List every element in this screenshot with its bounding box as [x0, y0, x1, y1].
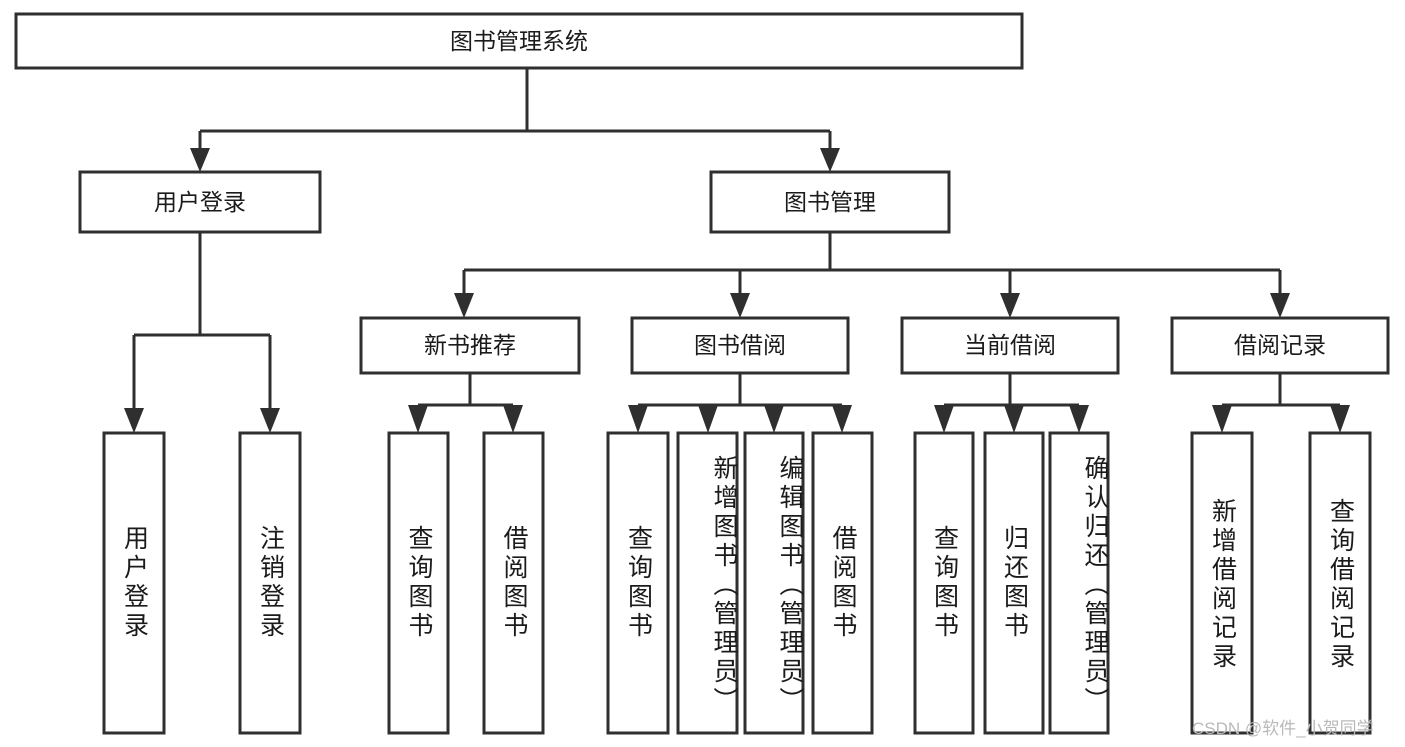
box-leaf-borrow-book-1[interactable]	[482, 431, 545, 735]
box-leaf-borrow-book-2[interactable]	[811, 431, 874, 735]
box-leaf-query-book-3[interactable]	[913, 431, 975, 735]
box-leaf-query-book-2[interactable]	[606, 431, 670, 735]
box-book-manage[interactable]	[709, 170, 951, 234]
connector-current-borrow-to-leaves	[934, 373, 1089, 433]
box-leaf-confirm-return[interactable]	[1048, 431, 1110, 735]
box-leaf-query-book-1[interactable]	[387, 431, 450, 735]
csdn-watermark: CSDN @软件_小贺同学	[1192, 719, 1374, 738]
connector-user-login-to-leaves	[124, 232, 280, 433]
connector-root-to-level1	[190, 68, 840, 172]
box-leaf-user-login[interactable]	[102, 431, 166, 735]
connector-book-borrow-to-leaves	[628, 373, 852, 433]
box-leaf-add-record[interactable]	[1190, 431, 1254, 735]
box-new-book-recommend[interactable]	[359, 316, 581, 375]
box-leaf-logout-login[interactable]	[238, 431, 302, 735]
box-leaf-edit-book[interactable]	[743, 431, 805, 735]
box-current-borrow[interactable]	[900, 316, 1120, 375]
box-book-borrow[interactable]	[630, 316, 850, 375]
box-borrow-record[interactable]	[1170, 316, 1390, 375]
box-leaf-add-book[interactable]	[676, 431, 739, 735]
connector-borrow-record-to-leaves	[1212, 373, 1350, 433]
box-root[interactable]	[14, 12, 1024, 70]
box-leaf-return-book[interactable]	[983, 431, 1045, 735]
connector-book-manage-to-level2	[454, 232, 1290, 318]
box-leaf-query-record[interactable]	[1308, 431, 1372, 735]
connector-new-book-recommend-to-leaves	[408, 373, 523, 433]
box-user-login[interactable]	[78, 170, 322, 234]
